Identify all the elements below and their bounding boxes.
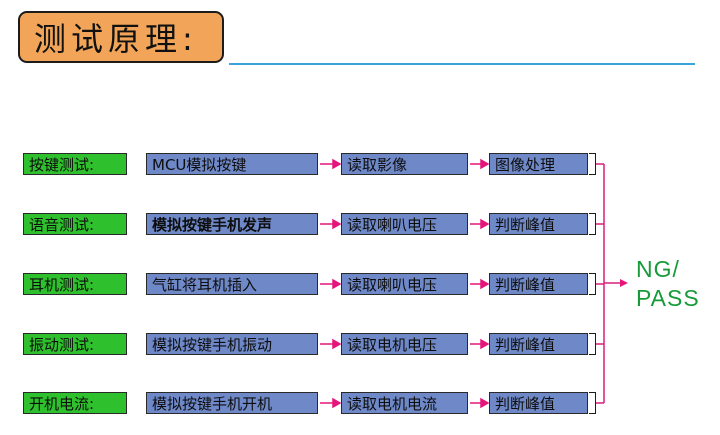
- category-vibration-test: 振动测试:: [23, 333, 127, 355]
- step-simulate-key-phone-sound: 模拟按键手机发声: [146, 213, 318, 235]
- step-judge-peak: 判断峰值: [489, 273, 588, 295]
- arrowhead-icon: [480, 158, 490, 170]
- row-bracket: [589, 213, 596, 235]
- arrowhead-icon: [620, 279, 628, 287]
- step-read-image: 读取影像: [341, 153, 468, 175]
- result-ng: NG/: [636, 256, 680, 282]
- step-read-speaker-voltage: 读取喇叭电压: [341, 213, 468, 235]
- arrowhead-icon: [480, 218, 490, 230]
- category-key-test: 按键测试:: [23, 153, 127, 175]
- row-bracket: [589, 153, 596, 175]
- step-simulate-key: MCU模拟按键: [146, 153, 318, 175]
- arrowhead-icon: [480, 338, 490, 350]
- step-judge-peak: 判断峰值: [489, 213, 588, 235]
- collector-connector: [596, 163, 621, 404]
- result-pass: PASS: [636, 285, 700, 311]
- row-bracket: [589, 392, 596, 414]
- arrowhead-icon: [332, 397, 342, 409]
- page-title: 测试原理:: [18, 11, 224, 63]
- step-simulate-key-phone-vibrate: 模拟按键手机振动: [146, 333, 318, 355]
- category-earphone-test: 耳机测试:: [23, 273, 127, 295]
- arrowhead-icon: [480, 397, 490, 409]
- arrowhead-icon: [332, 218, 342, 230]
- arrowhead-icon: [332, 278, 342, 290]
- arrowhead-icon: [332, 338, 342, 350]
- arrowhead-icon: [332, 158, 342, 170]
- step-read-motor-current: 读取电机电流: [341, 392, 468, 414]
- step-cylinder-insert-earphone: 气缸将耳机插入: [146, 273, 318, 295]
- step-read-speaker-voltage: 读取喇叭电压: [341, 273, 468, 295]
- arrowhead-icon: [480, 278, 490, 290]
- step-simulate-key-phone-power-on: 模拟按键手机开机: [146, 392, 318, 414]
- row-bracket: [589, 333, 596, 355]
- title-underline: [229, 63, 695, 65]
- category-voice-test: 语音测试:: [23, 213, 127, 235]
- category-power-on-current: 开机电流:: [23, 392, 127, 414]
- row-bracket: [589, 273, 596, 295]
- step-read-motor-voltage: 读取电机电压: [341, 333, 468, 355]
